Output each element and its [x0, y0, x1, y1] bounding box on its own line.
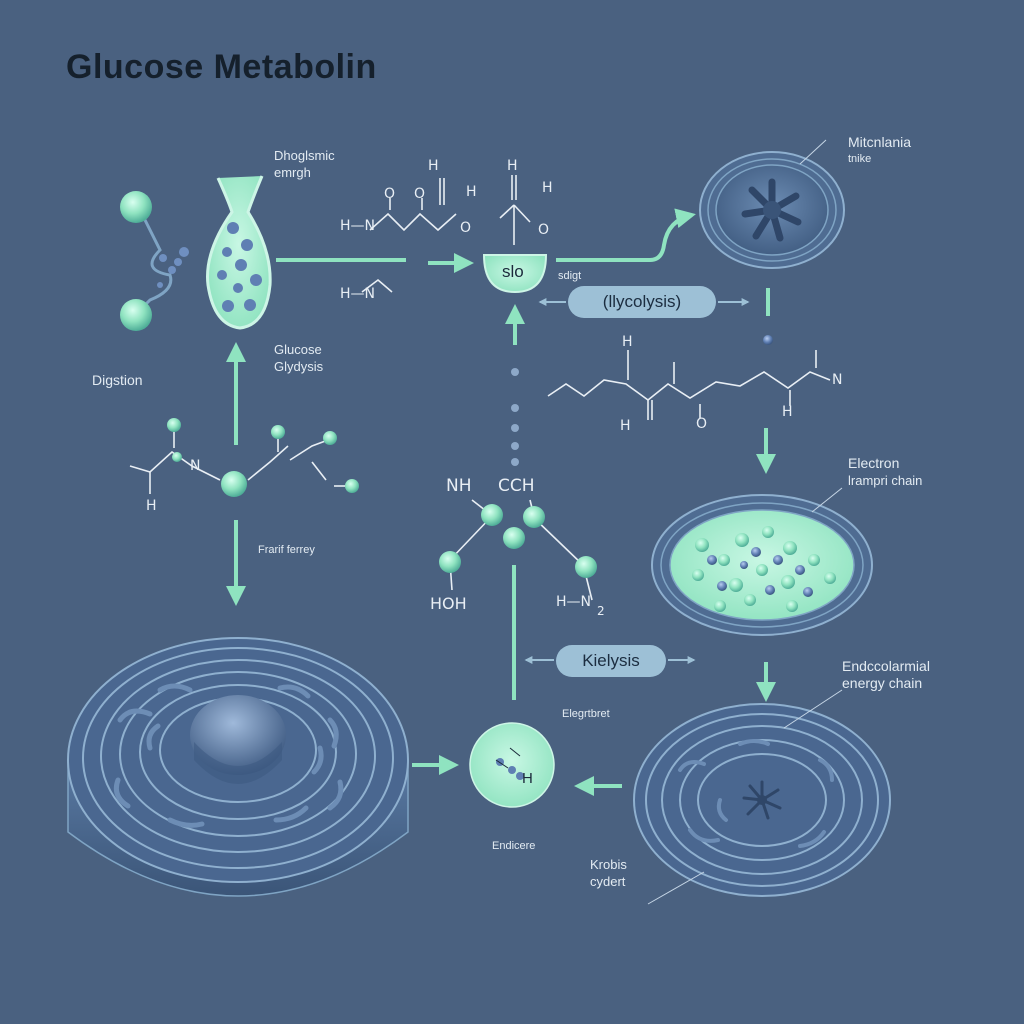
- chem-nh: NH: [446, 476, 472, 496]
- center-left-molecule: [129, 418, 359, 497]
- dotted-chain: [511, 368, 519, 466]
- right-chem-atom: [763, 335, 773, 345]
- mitochondrion-disc: [67, 637, 409, 897]
- chem-h-left: H: [146, 498, 157, 514]
- right-chem-bonds: [547, 350, 831, 420]
- chem-hn-bottom: H—N: [556, 594, 591, 610]
- label-endicere: Endicere: [492, 840, 536, 852]
- mitochondria-top: [699, 151, 845, 269]
- chem-h-top1: H: [428, 158, 439, 174]
- endo-pointer: [783, 689, 843, 729]
- top-chem-bonds: [361, 175, 531, 293]
- chem-hoh: HOH: [430, 594, 467, 613]
- label-sdigt: sdigt: [558, 270, 582, 282]
- chem-n-left: N: [190, 458, 201, 474]
- krobis-pointer: [647, 871, 705, 905]
- mitochondrion-bottom-right: [633, 703, 891, 897]
- chem-o-top4: O: [538, 222, 550, 238]
- chem-hh-right: H: [620, 418, 631, 434]
- small-bubble: [469, 722, 555, 808]
- chem-h-right2: H: [782, 404, 793, 420]
- label-digstion: Digstion: [92, 372, 143, 388]
- chem-h-right1: H: [622, 334, 633, 350]
- chem-o-top2: O: [414, 186, 426, 202]
- slo-bubble: [482, 254, 548, 294]
- chem-o-top3: O: [460, 220, 472, 236]
- chem-subscript-2: 2: [597, 604, 605, 618]
- chem-h-top4: H: [542, 180, 553, 196]
- electron-pointer: [811, 487, 843, 513]
- chem-hn-top: H—N: [340, 218, 375, 234]
- chem-h-top2: H: [466, 184, 477, 200]
- bubble-h-text: H: [522, 770, 533, 787]
- arrow-slo-to-mito: [556, 208, 696, 262]
- chem-o-right: O: [696, 416, 708, 432]
- center-molecule: [439, 499, 597, 601]
- ball-chain-molecule: [120, 191, 189, 331]
- diagram-title: Glucose Metabolin: [66, 48, 377, 86]
- label-elegrtbret: Elegrtbret: [562, 708, 610, 720]
- label-frarif-ferrey: Frarif ferrey: [258, 544, 315, 556]
- chem-cch: CCH: [498, 476, 535, 496]
- kielysis-pill: Kielysis: [556, 645, 666, 677]
- chem-h-top3: H: [507, 158, 518, 174]
- slo-bubble-text: slo: [502, 262, 524, 281]
- mito-pointer: [799, 139, 827, 165]
- digestion-vessel: [206, 175, 272, 330]
- chem-o-top1: O: [384, 186, 396, 202]
- chem-n-right: N: [832, 372, 843, 388]
- glycolysis-pill: (llycolysis): [568, 286, 716, 318]
- chem-hn-top2: H—N: [340, 286, 375, 302]
- green-cell: [651, 494, 873, 636]
